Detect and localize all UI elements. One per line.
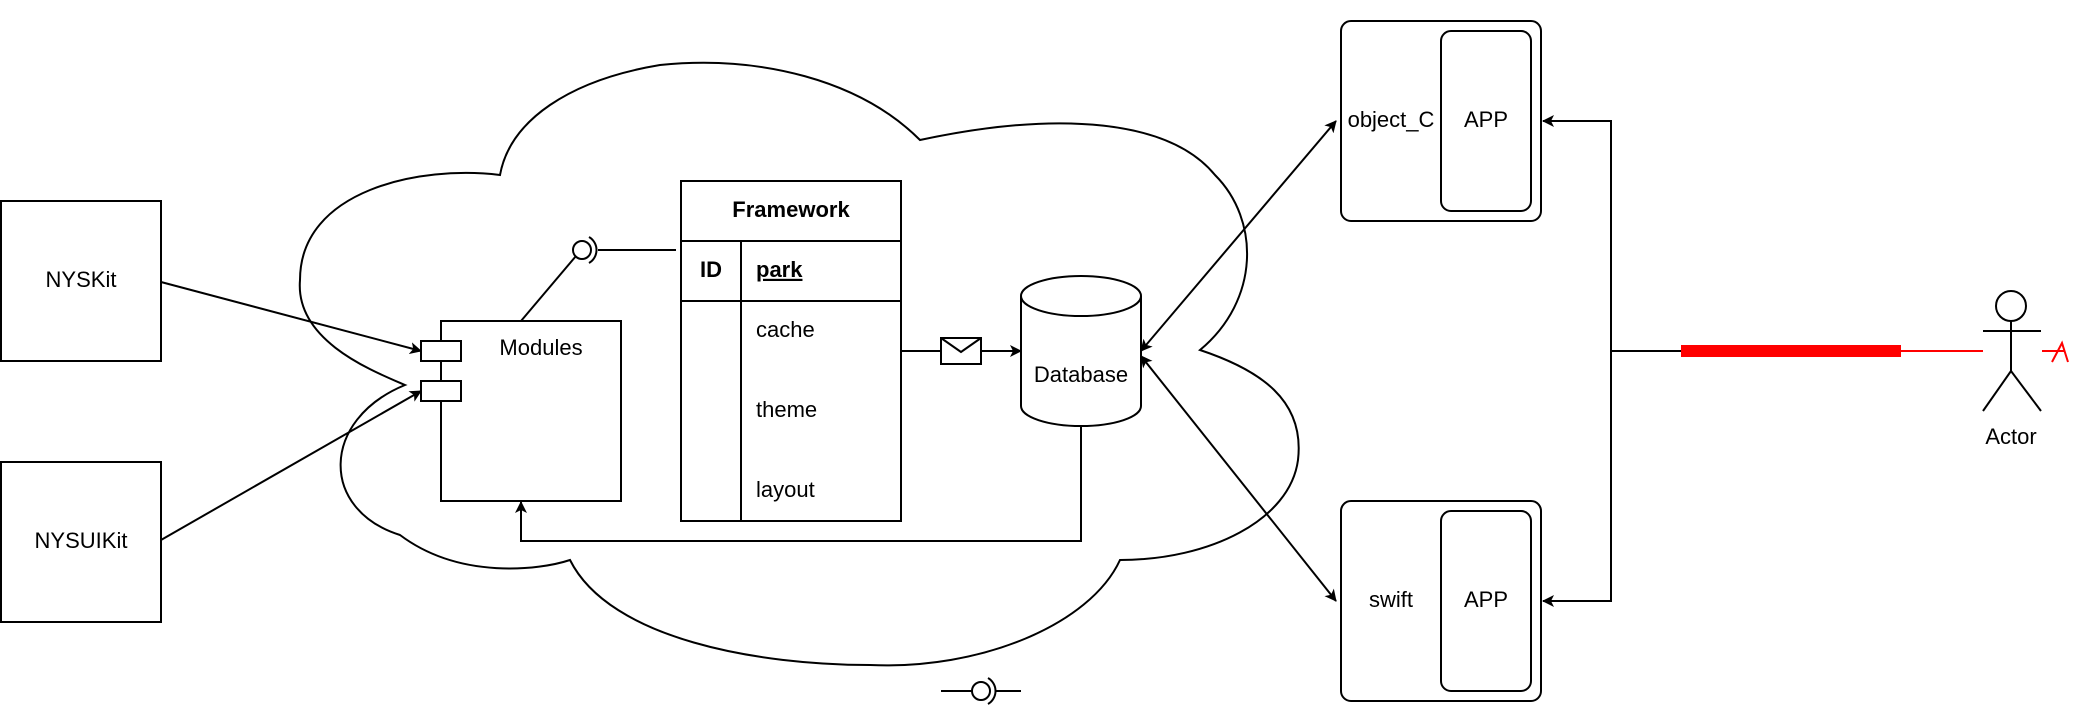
swift-lang-label: swift [1369, 587, 1413, 612]
database-to-modules-arrow [515, 426, 1082, 542]
actor-figure-icon[interactable] [1982, 290, 2042, 412]
database-swift-arrow [1140, 355, 1337, 602]
objc-app-box[interactable] [1440, 30, 1532, 212]
swift-app-box[interactable] [1440, 510, 1532, 692]
actor-label: Actor [1985, 424, 2036, 449]
framework-key-col: ID [700, 257, 722, 282]
red-arrowhead-icon [2051, 340, 2069, 363]
framework-key-field: park [756, 257, 803, 282]
modules-box[interactable] [440, 320, 622, 502]
framework-title: Framework [732, 197, 850, 222]
nyskit-label: NYSKit [46, 267, 117, 292]
database-objc-arrow [1140, 120, 1337, 352]
interface-ball [572, 240, 592, 260]
framework-row-layout: layout [756, 477, 815, 502]
database-cylinder[interactable] [1020, 275, 1142, 427]
swift-app-label: APP [1464, 587, 1508, 612]
modules-port-bottom [420, 380, 462, 402]
modules-label: Modules [499, 335, 582, 360]
connector-to-objc-arrow [1542, 115, 1612, 351]
connector-to-swift-arrow [1542, 351, 1612, 607]
nysuikit-label: NYSUIKit [35, 528, 128, 553]
nysuikit-box[interactable] [0, 461, 162, 623]
framework-table[interactable] [680, 180, 902, 522]
modules-port-top [420, 340, 462, 362]
database-label: Database [1034, 362, 1128, 387]
nyskit-box[interactable] [0, 200, 162, 362]
objc-app-label: APP [1464, 107, 1508, 132]
nyskit-to-modules-arrow [160, 281, 422, 354]
framework-row-cache: cache [756, 317, 815, 342]
nysuikit-to-modules-arrow [160, 390, 422, 541]
framework-row-theme: theme [756, 397, 817, 422]
modules-interface-line [520, 255, 577, 322]
standalone-interface-ball [971, 681, 991, 701]
standalone-interface-socket [987, 677, 997, 705]
interface-socket [588, 236, 598, 264]
objc-lang-label: object_C [1348, 107, 1435, 132]
